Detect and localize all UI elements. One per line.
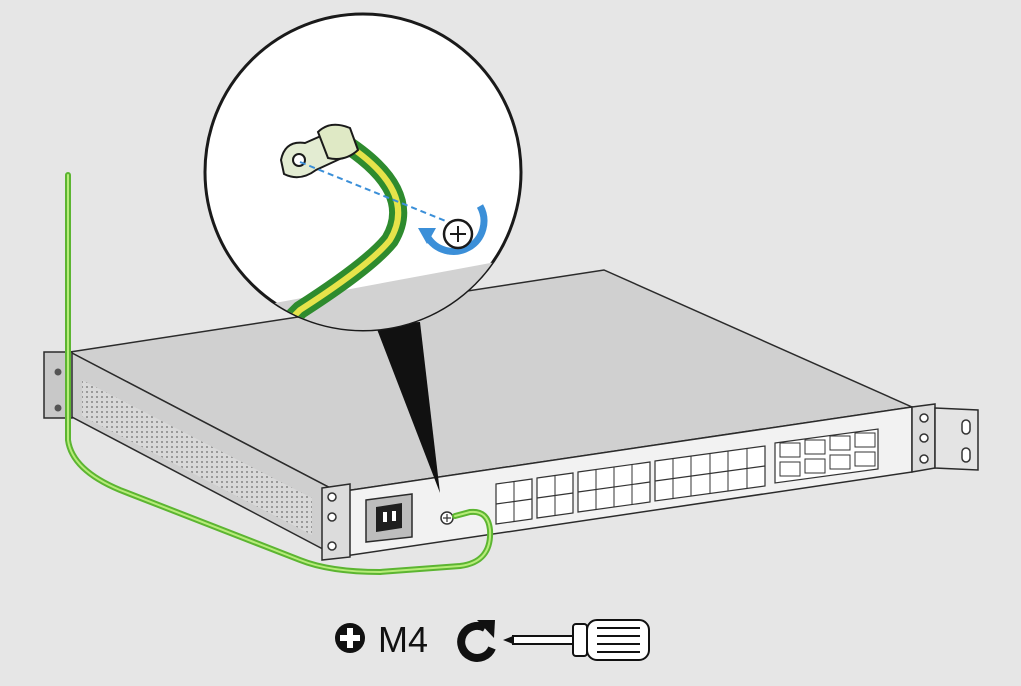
sfp-port-group-4 <box>654 445 766 502</box>
phillips-screw-icon <box>335 623 365 653</box>
screw-size-label: M4 <box>378 619 428 660</box>
screwdriver-icon <box>503 619 650 661</box>
alignment-guide <box>299 161 449 223</box>
tool-legend: M4 <box>335 619 650 662</box>
callout-pointer <box>375 322 440 493</box>
sfp-port-group-3 <box>577 461 651 513</box>
side-vents <box>82 380 312 535</box>
screw-icon <box>442 218 474 250</box>
panel-ground-screw <box>440 511 454 525</box>
front-left-ear <box>321 483 351 561</box>
grounding-cable <box>65 172 494 576</box>
power-inlet <box>365 493 413 543</box>
clockwise-arrow-icon <box>457 620 496 662</box>
right-ear-flange <box>934 407 979 471</box>
sfp-port-group-2 <box>536 472 574 519</box>
sfp-port-group-1 <box>495 478 533 525</box>
rotation-arrow-icon <box>423 204 488 255</box>
rj45-port-block <box>774 428 879 484</box>
switch-chassis <box>43 269 979 561</box>
